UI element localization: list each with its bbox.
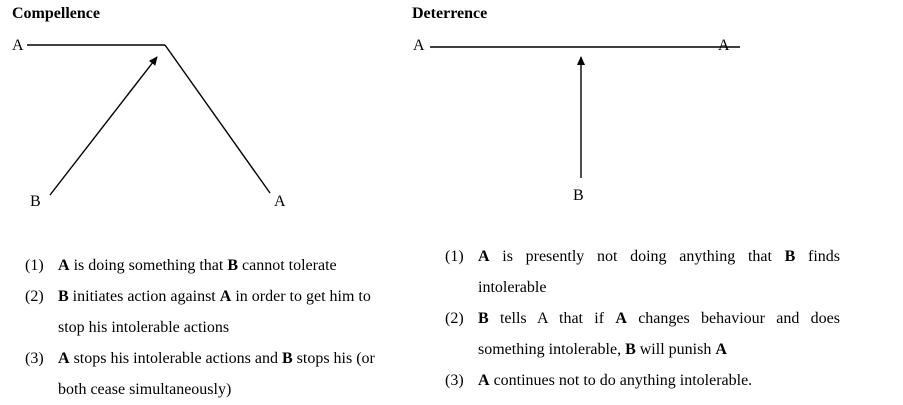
bold-label: A <box>615 310 627 327</box>
list-item-number: (1) <box>445 248 464 265</box>
list-item-text: is presently not doing anything that <box>489 248 785 265</box>
deterrence-label-b: B <box>573 187 584 204</box>
deterrence-panel: Deterrence A A B (1) A is presently not d… <box>400 0 903 404</box>
bold-label: B <box>784 248 796 265</box>
list-item-text: tells A that if <box>488 310 616 327</box>
list-item: (3) A continues not to do anything intole… <box>445 365 840 396</box>
list-item-number: (2) <box>25 288 44 305</box>
compellence-diagram: A B A <box>12 37 286 210</box>
bold-label: B <box>478 310 489 327</box>
compellence-list: (1) A is doing something that B cannot to… <box>25 250 385 405</box>
list-item-text: in order to get him to stop his intolera… <box>58 288 371 336</box>
deterrence-diagram: A A B <box>413 37 740 204</box>
bold-label: B <box>227 257 239 274</box>
compellence-title: Compellence <box>12 5 100 22</box>
bold-label: A <box>715 341 727 358</box>
bold-label: A <box>219 288 232 305</box>
list-item-number: (3) <box>445 372 464 389</box>
list-item-text: initiates action against <box>68 288 220 305</box>
deterrence-label-a-left: A <box>413 37 425 54</box>
list-item-text: cannot tolerate <box>238 257 337 274</box>
list-item-text: finds intolerable <box>478 248 840 296</box>
list-item-text: continues not to do anything intolerable… <box>489 372 753 389</box>
compellence-panel: Compellence A B A (1) A is doing somethin… <box>0 0 440 404</box>
list-item-text: will punish <box>635 341 716 358</box>
list-item-number: (3) <box>25 350 44 367</box>
compellence-label-a-bottom: A <box>274 193 286 210</box>
compellence-arrow <box>49 56 158 196</box>
compellence-descending-line <box>164 44 271 194</box>
bold-label: A <box>58 257 70 274</box>
deterrence-title: Deterrence <box>412 5 488 22</box>
list-item: (3) A stops his intolerable actions and B… <box>25 343 385 405</box>
list-item-number: (1) <box>25 257 44 274</box>
list-item-text: changes behaviour and does something int… <box>478 310 841 358</box>
bold-label: A <box>478 248 490 265</box>
list-item: (2) B initiates action against A in order… <box>25 281 385 343</box>
bold-label: A <box>478 372 490 389</box>
list-item-number: (2) <box>445 310 464 327</box>
bold-label: B <box>625 341 636 358</box>
bold-label: B <box>58 288 69 305</box>
bold-label: A <box>58 350 70 367</box>
compellence-label-a-top: A <box>12 37 24 54</box>
list-item: (1) A is presently not doing anything tha… <box>445 241 840 303</box>
list-item: (2) B tells A that if A changes behaviour… <box>445 303 840 365</box>
deterrence-list: (1) A is presently not doing anything tha… <box>445 241 840 396</box>
list-item-text: stops his intolerable actions and <box>69 350 282 367</box>
bold-label: B <box>281 350 293 367</box>
compellence-label-b: B <box>30 193 41 210</box>
list-item-text: stops his (or both cease simultaneously) <box>58 350 375 398</box>
list-item-text: is doing something that <box>69 257 228 274</box>
list-item: (1) A is doing something that B cannot to… <box>25 250 385 281</box>
deterrence-label-a-right: A <box>718 37 730 54</box>
